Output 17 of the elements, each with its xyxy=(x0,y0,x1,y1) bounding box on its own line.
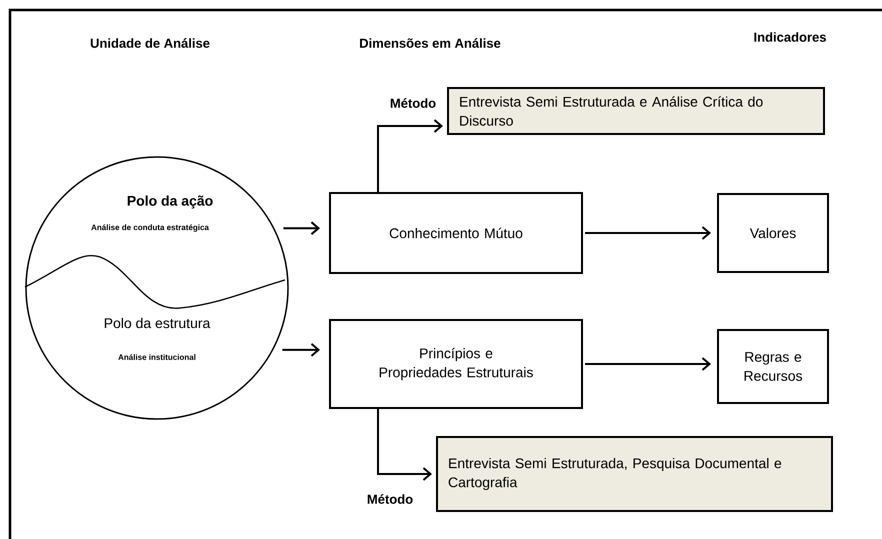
process-box: Princípios e Propriedades Estruturais xyxy=(329,319,583,409)
column-heading: Dimensões em Análise xyxy=(360,38,500,48)
edge-label: Método xyxy=(366,493,414,505)
column-heading: Indicadores xyxy=(754,32,826,42)
method-box: Entrevista Semi Estruturada, Pesquisa Documental e Cartografia xyxy=(436,436,833,512)
arrow xyxy=(585,226,711,240)
arrow xyxy=(283,221,320,235)
indicator-box: Regras e Recursos xyxy=(717,329,829,404)
arrow xyxy=(282,343,320,357)
arrow xyxy=(585,357,711,371)
arrow xyxy=(377,119,443,192)
edge-label: Método xyxy=(388,97,438,109)
column-heading: Unidade de Análise xyxy=(90,38,210,48)
indicator-box: Valores xyxy=(717,193,829,273)
arrow xyxy=(377,409,432,481)
process-box: Conhecimento Mútuo xyxy=(329,192,583,274)
method-box: Entrevista Semi Estruturada e Análise Crítica do Discurso xyxy=(447,87,825,135)
